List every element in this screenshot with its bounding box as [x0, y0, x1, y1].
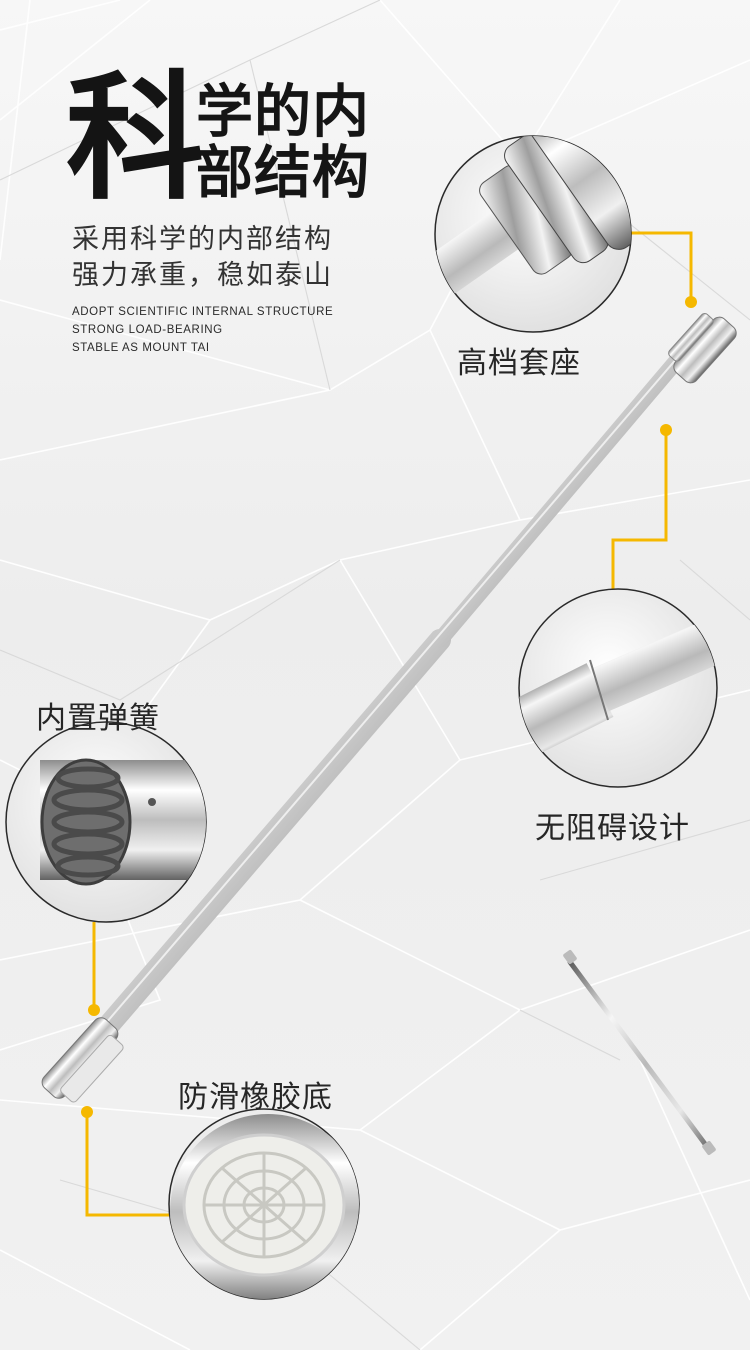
subtitle-en-line-3: STABLE AS MOUNT TAI — [72, 342, 210, 354]
callout-label-top-socket: 高档套座 — [457, 346, 581, 381]
subtitle-cn-line-1: 采用科学的内部结构 — [72, 224, 333, 255]
detail-circle-top-socket — [434, 135, 632, 333]
heading-line-1: 学的内 — [196, 79, 370, 145]
detail-circle-rubber-base — [168, 1108, 360, 1300]
detail-circle-spring — [5, 721, 207, 923]
callout-label-spring: 内置弹簧 — [36, 701, 160, 736]
callout-connectors — [85, 231, 693, 1217]
detail-circle-seamless — [518, 588, 718, 788]
tension-rod — [41, 312, 737, 1103]
heading-big-character: 科 — [66, 58, 204, 219]
callout-label-rubber-base: 防滑橡胶底 — [178, 1080, 333, 1115]
subtitle-en-line-1: ADOPT SCIENTIFIC INTERNAL STRUCTURE — [72, 306, 334, 318]
subtitle-cn-line-2: 强力承重，稳如泰山 — [72, 260, 333, 291]
callout-label-seamless: 无阻碍设计 — [535, 811, 690, 846]
small-rod-thumbnail — [563, 950, 716, 1155]
heading-line-2: 部结构 — [196, 140, 370, 206]
subtitle-en-line-2: STRONG LOAD-BEARING — [72, 324, 223, 336]
